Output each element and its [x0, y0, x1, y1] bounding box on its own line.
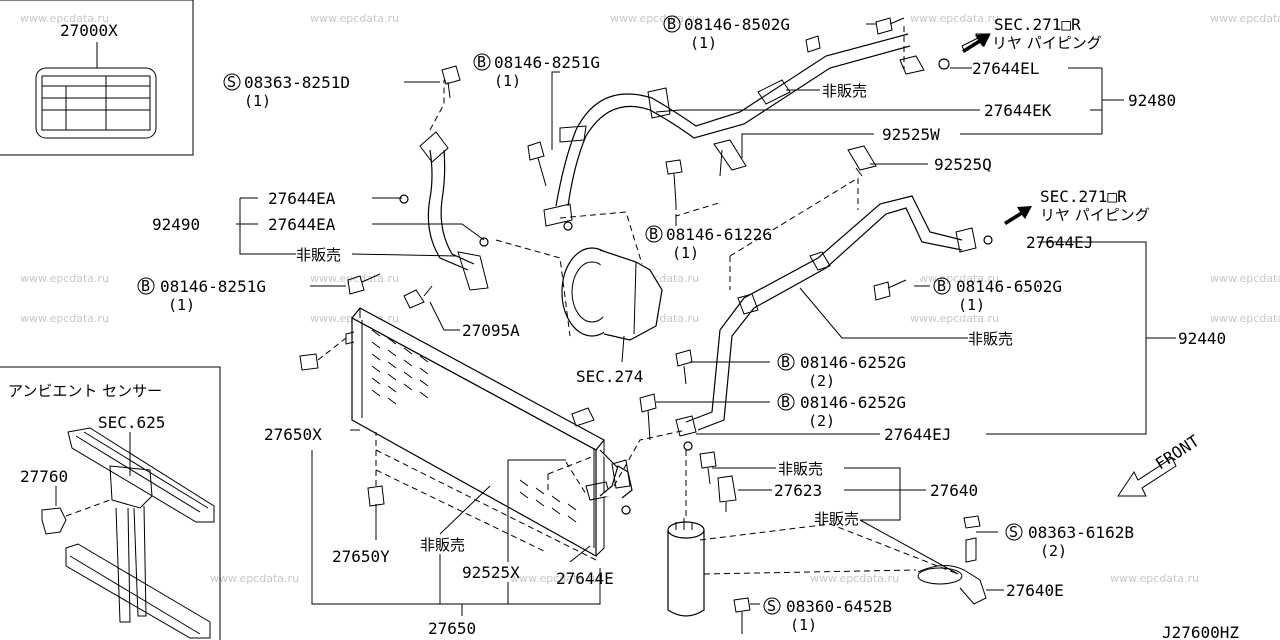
leader-lines [236, 23, 1176, 616]
watermark: www.epcdata.ru [810, 572, 899, 585]
part-label-27760: 27760 [20, 467, 68, 486]
not-sold-label: 非販売 [778, 460, 823, 478]
part-label: 08363-6162B [1028, 523, 1134, 542]
bolt-marker-icon: B [477, 53, 486, 71]
sec-label: SEC.271□R [1040, 187, 1127, 206]
part-label: 27644EL [972, 59, 1039, 78]
part-label: 92440 [1178, 329, 1226, 348]
watermark: www.epcdata.ru [20, 312, 109, 325]
watermark: www.epcdata.ru [910, 272, 999, 285]
qty-label: (2) [808, 372, 835, 390]
part-label: 92490 [152, 215, 200, 234]
part-label-27000x: 27000X [60, 21, 118, 40]
part-label: 27644EA [268, 189, 336, 208]
qty-label: (1) [494, 72, 521, 90]
part-label: 27644EJ [1026, 233, 1093, 252]
watermark: www.epcdata.ru [310, 12, 399, 25]
part-label: 08360-6452B [786, 597, 892, 616]
part-label: 27644EK [984, 101, 1052, 120]
bolt-marker-icon: B [781, 393, 790, 411]
front-label: FRONT [1152, 431, 1203, 473]
screw-marker-icon: S [227, 73, 236, 91]
part-label: 27644E [556, 569, 614, 588]
watermark: www.epcdata.ru [910, 12, 999, 25]
screw-marker-icon: S [767, 597, 776, 615]
part-label: 08363-8251D [244, 73, 350, 92]
bracket-27640e [917, 515, 987, 605]
part-label: 92525X [462, 563, 520, 582]
sec-label: SEC.274 [576, 367, 643, 386]
watermark: www.epcdata.ru [1110, 572, 1199, 585]
watermark: www.epcdata.ru [310, 272, 399, 285]
part-label: 92525W [882, 125, 940, 144]
part-label: 08146-8251G [160, 277, 266, 296]
qty-label: (2) [808, 412, 835, 430]
watermark: www.epcdata.ru [910, 312, 999, 325]
part-label: 27650 [428, 619, 476, 638]
part-label: 27095A [462, 321, 520, 340]
qty-label: (1) [790, 616, 817, 634]
part-label: 27623 [774, 481, 822, 500]
part-label: 27644EJ [884, 425, 951, 444]
sec-label: SEC.271□R [994, 15, 1081, 34]
rear-piping-label: リヤ パイピング [992, 34, 1102, 52]
pipes [419, 33, 977, 499]
watermark: www.epcdata.ru [1210, 312, 1280, 325]
part-label: 08146-6502G [956, 277, 1062, 296]
not-sold-label: 非販売 [822, 82, 867, 100]
watermark: www.epcdata.ru [510, 572, 599, 585]
not-sold-label: 非販売 [420, 536, 465, 554]
bolt-marker-icon: B [937, 277, 946, 295]
part-label: 92525Q [934, 155, 992, 174]
bolt-marker-icon: B [141, 277, 150, 295]
inset-title: アンビエント センサー [8, 382, 162, 400]
part-label: 08146-8251G [494, 53, 600, 72]
qty-label: (1) [672, 244, 699, 262]
front-arrow-icon [1117, 457, 1177, 497]
screw-marker-icon: S [1009, 523, 1018, 541]
qty-label: (1) [958, 296, 985, 314]
part-label: 27650X [264, 425, 322, 444]
diagram-code: J27600HZ [1162, 623, 1239, 640]
watermark: www.epcdata.ru [610, 12, 699, 25]
part-label: 08146-8502G [684, 15, 790, 34]
inset-label-27000x: 27000X [0, 0, 194, 156]
bolt-marker-icon: B [781, 353, 790, 371]
fastener-markers: B S B B B B B B S S [137, 15, 1023, 615]
part-label: 27640E [1006, 581, 1064, 600]
qty-label: (1) [168, 296, 195, 314]
part-label: 27650Y [332, 547, 390, 566]
condenser-27650 [299, 307, 623, 561]
part-label: 27644EA [268, 215, 336, 234]
inset-ambient-sensor: アンビエント センサー SEC.625 27760 [0, 366, 221, 640]
part-label: 08146-6252G [800, 353, 906, 372]
part-label: 27640 [930, 481, 978, 500]
not-sold-label: 非販売 [968, 330, 1013, 348]
part-label: 08146-6122G [666, 225, 772, 244]
watermark: www.epcdata.ru [1210, 12, 1280, 25]
rear-piping-label: リヤ パイピング [1040, 206, 1150, 224]
arrows [961, 33, 1177, 497]
watermark: www.epcdata.ru [20, 12, 109, 25]
watermark: www.epcdata.ru [210, 572, 299, 585]
bolt-marker-icon: B [649, 225, 658, 243]
qty-label: (1) [690, 34, 717, 52]
part-label: 92480 [1128, 91, 1176, 110]
part-label: 08146-6252G [800, 393, 906, 412]
watermark: www.epcdata.ru [20, 272, 109, 285]
bolt-marker-icon: B [667, 15, 676, 33]
qty-label: (2) [1040, 542, 1067, 560]
not-sold-label: 非販売 [814, 510, 859, 528]
compressor-sec274 [495, 211, 663, 341]
not-sold-label: 非販売 [296, 246, 341, 264]
receiver-drier-27640 [667, 450, 959, 617]
fasteners [347, 17, 993, 634]
watermark: www.epcdata.ru [1210, 272, 1280, 285]
watermarks: www.epcdata.ru www.epcdata.ru www.epcdat… [20, 12, 1280, 585]
sec-625-label: SEC.625 [98, 413, 165, 432]
qty-label: (1) [244, 92, 271, 110]
